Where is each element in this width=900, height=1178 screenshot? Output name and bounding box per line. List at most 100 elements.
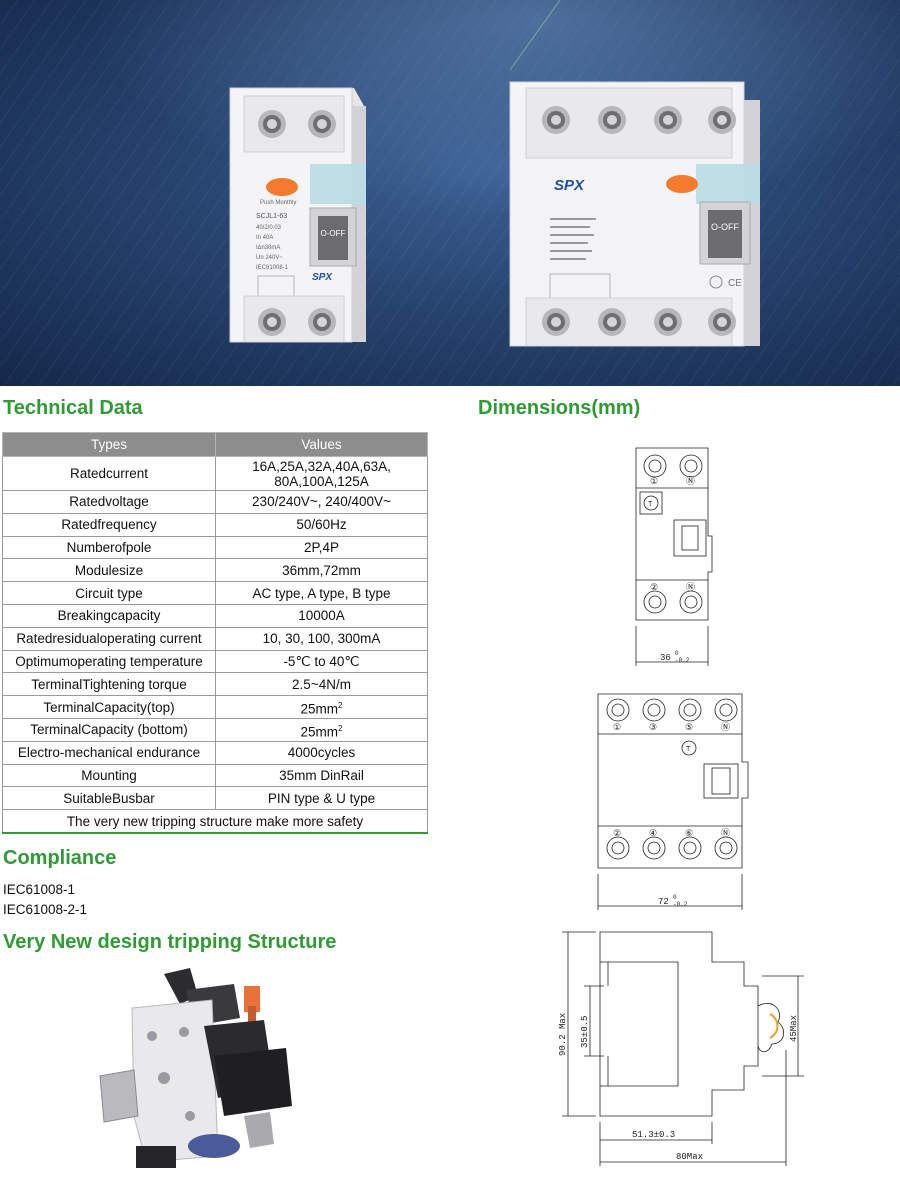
table-cell-type: TerminalTightening torque (2, 672, 216, 697)
terminal-label: ② (650, 582, 658, 592)
table-cell-value: 2P,4P (215, 535, 428, 560)
terminal-label: ③ (649, 722, 657, 732)
table-cell-type: Numberofpole (2, 535, 216, 560)
test-label: Push Monthly (260, 200, 296, 206)
switch-label-4p: O-OFF (711, 222, 739, 232)
compliance-list: IEC61008-1 IEC61008-2-1 (3, 880, 87, 920)
table-cell-type: Mounting (2, 763, 216, 788)
table-cell-type: TerminalCapacity (bottom) (2, 717, 216, 742)
table-footer-note: The very new tripping structure make mor… (2, 809, 428, 834)
dimension-height: 90.2 Max (558, 1013, 568, 1056)
table-cell-value: 25mm2 (215, 695, 428, 719)
dimension-side: 45Max (789, 1015, 799, 1042)
rcd-2p-product-image: O-OFF Push Monthly SCJL1-63 40/2/0.03 In… (229, 87, 366, 343)
technical-data-heading: Technical Data (3, 397, 143, 419)
un-label: Un 240V~ (256, 255, 283, 261)
superscript-2: 2 (338, 700, 343, 710)
dimension-rail: 35±0.5 (580, 1016, 590, 1048)
tolerance-upper: 0 (675, 650, 679, 657)
table-row: TerminalCapacity (bottom)25mm2 (2, 717, 428, 742)
table-row: Ratedcurrent 16A,25A,32A,40A,63A,80A,100… (2, 456, 428, 491)
idn-label: I∆n30mA (256, 244, 280, 251)
table-cell-type: Ratedvoltage (2, 490, 216, 514)
test-button-symbol: T (686, 746, 691, 753)
column-header-types: Types (2, 432, 216, 457)
table-cell-value: 4000cycles (215, 740, 428, 765)
terminal-capacity-bottom-value: 25mm (300, 724, 339, 740)
table-cell-value: 10000A (215, 603, 428, 628)
dimension-drawing-4p-front: ① ③ ⑤ Ⓝ ② ④ ⑥ Ⓝ T 72 0 -0.2 (597, 693, 749, 910)
table-cell-type: Circuit type (2, 581, 216, 605)
test-button-symbol: T (648, 501, 653, 508)
dimension-depth-inner: 51.3±0.3 (632, 1130, 675, 1140)
compliance-heading: Compliance (3, 847, 117, 869)
table-cell-value: 35mm DinRail (215, 763, 428, 788)
compliance-item: IEC61008-1 (3, 882, 76, 897)
dimension-drawing-side-profile: 90.2 Max 35±0.5 45Max 51.3±0.3 80Max (558, 931, 804, 1166)
table-cell-type: TerminalCapacity(top) (2, 695, 216, 719)
table-cell-type: Ratedresidualoperating current (2, 626, 216, 651)
dimension-depth: 80Max (676, 1152, 703, 1162)
model-label: SCJL1-63 (256, 213, 287, 220)
table-cell-value: AC type, A type, B type (215, 581, 428, 605)
table-cell-value: 16A,25A,32A,40A,63A,80A,100A,125A (215, 456, 428, 491)
terminal-label: Ⓝ (721, 722, 730, 732)
dimension-width-2p: 36 (660, 653, 671, 663)
dimensions-heading: Dimensions(mm) (478, 397, 641, 419)
table-cell-value: 10, 30, 100, 300mA (215, 626, 428, 651)
tripping-structure-heading: Very New design tripping Structure (3, 931, 337, 953)
terminal-label: ① (613, 722, 621, 732)
tolerance-upper: 0 (673, 894, 677, 901)
table-header-row: Types Values (2, 432, 428, 457)
table-cell-value: 230/240V~, 240/400V~ (215, 490, 428, 514)
terminal-label: ④ (649, 828, 657, 838)
dimension-drawing-2p-front: ① Ⓝ ② Ⓝ T 36 0 -0.2 (635, 447, 713, 666)
switch-label: O-OFF (321, 229, 346, 238)
dimension-width-4p: 72 (658, 897, 669, 907)
terminal-label: ② (613, 828, 621, 838)
table-cell-type: Electro-mechanical endurance (2, 740, 216, 765)
table-cell-type: Breakingcapacity (2, 603, 216, 628)
table-cell-type: Optimumoperating temperature (2, 649, 216, 674)
rated-current-line2: 80A,100A,125A (274, 473, 369, 489)
table-row: TerminalCapacity(top)25mm2 (2, 695, 428, 719)
terminal-label: Ⓝ (721, 828, 730, 838)
rcd-4p-product-image: SPX O-OFF CE (509, 81, 760, 347)
svg-text:CE: CE (728, 278, 742, 289)
table-cell-value: -5℃ to 40℃ (215, 649, 428, 674)
table-cell-value: 36mm,72mm (215, 558, 428, 583)
tripping-mechanism-image (99, 968, 292, 1168)
table-cell-type: Ratedcurrent (2, 456, 216, 491)
table-cell-type: SuitableBusbar (2, 786, 216, 811)
table-footer-row: The very new tripping structure make mor… (2, 809, 428, 834)
brand-logo-large: SPX (554, 177, 585, 194)
column-header-values: Values (215, 432, 428, 457)
table-cell-value: 25mm2 (215, 717, 428, 742)
technical-data-table: Types Values Ratedcurrent 16A,25A,32A,40… (2, 432, 428, 834)
terminal-label: Ⓝ (686, 582, 695, 592)
in-label: In 40A (256, 235, 273, 241)
tolerance-lower: -0.2 (673, 901, 688, 908)
table-row: Optimumoperating temperature-5℃ to 40℃ (2, 649, 428, 674)
terminal-label: ⑤ (685, 722, 693, 732)
compliance-item: IEC61008-2-1 (3, 902, 88, 917)
table-cell-type: Ratedfrequency (2, 512, 216, 537)
rated-current-line1: 16A,25A,32A,40A,63A, (252, 458, 391, 474)
rating-label: 40/2/0.03 (256, 225, 282, 231)
standard-label: IEC61008-1 (256, 265, 289, 271)
terminal-label: ① (650, 476, 658, 486)
table-cell-value: 50/60Hz (215, 512, 428, 537)
superscript-2: 2 (338, 723, 343, 733)
tolerance-lower: -0.2 (675, 657, 690, 664)
